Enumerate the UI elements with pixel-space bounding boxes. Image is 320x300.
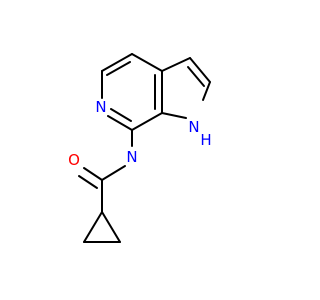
atom-pyridine-n: N [95, 98, 106, 116]
bond-c3-c2-double [187, 66, 205, 87]
bond-layer [78, 53, 211, 243]
bond-cyclopropyl-3 [101, 211, 121, 243]
bond-c3a-c3 [161, 57, 191, 72]
bond-c3a-c4 [131, 53, 163, 72]
atom-label-layer: N O N N H [68, 98, 212, 169]
bond-c3-c2 [189, 57, 211, 83]
bond-carbonyl-c-o-double [78, 175, 98, 189]
bond-c2-n1 [202, 81, 211, 101]
atom-pyrrole-h: H [200, 131, 211, 149]
bond-amide-n-carbonyl-c [101, 165, 126, 181]
bond-n1-c7a [161, 112, 187, 119]
atom-pyrrole-n: N [188, 118, 199, 136]
bond-c7-c7a [131, 112, 163, 131]
atom-amide-o: O [68, 151, 80, 169]
atom-amide-n: N [126, 148, 137, 166]
molecule-diagram: N O N N H [68, 53, 212, 243]
bond-c4-c5-double [106, 61, 131, 76]
bond-carbonyl-c-o [83, 167, 103, 181]
bond-n6-c7 [107, 115, 133, 131]
bond-cyclopropyl-1 [83, 211, 103, 243]
molecule-structure: N O N N H [68, 53, 212, 243]
bond-n6-c7-double [110, 108, 132, 122]
bond-c4-c5 [101, 53, 133, 72]
